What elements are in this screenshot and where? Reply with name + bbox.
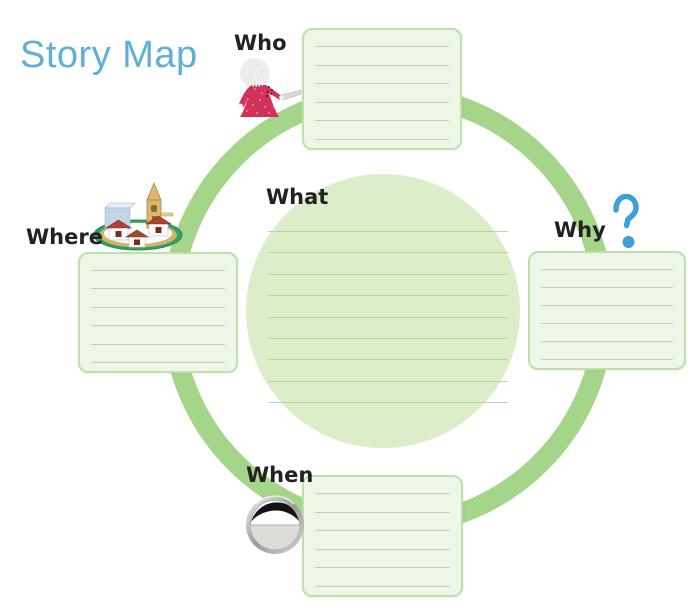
- page-title: Story Map: [20, 34, 198, 76]
- what-note-circle[interactable]: [246, 174, 520, 448]
- why-note-box[interactable]: [528, 251, 686, 370]
- day-night-icon: [246, 495, 304, 554]
- when-ruled-lines: [315, 493, 450, 587]
- what-ruled-lines: [268, 231, 508, 403]
- when-note-box[interactable]: [302, 475, 463, 597]
- who-note-box[interactable]: [302, 28, 462, 150]
- where-ruled-lines: [91, 270, 225, 363]
- who-ruled-lines: [315, 46, 449, 140]
- why-ruled-lines: [541, 269, 673, 360]
- why-label: Why: [554, 218, 606, 242]
- village-icon: [93, 181, 183, 251]
- who-label: Who: [234, 31, 287, 55]
- person-icon: [238, 58, 302, 117]
- question-mark-icon: [613, 194, 639, 248]
- what-label: What: [266, 185, 329, 209]
- where-label: Where: [26, 225, 103, 249]
- where-note-box[interactable]: [78, 252, 238, 373]
- when-label: When: [246, 463, 314, 487]
